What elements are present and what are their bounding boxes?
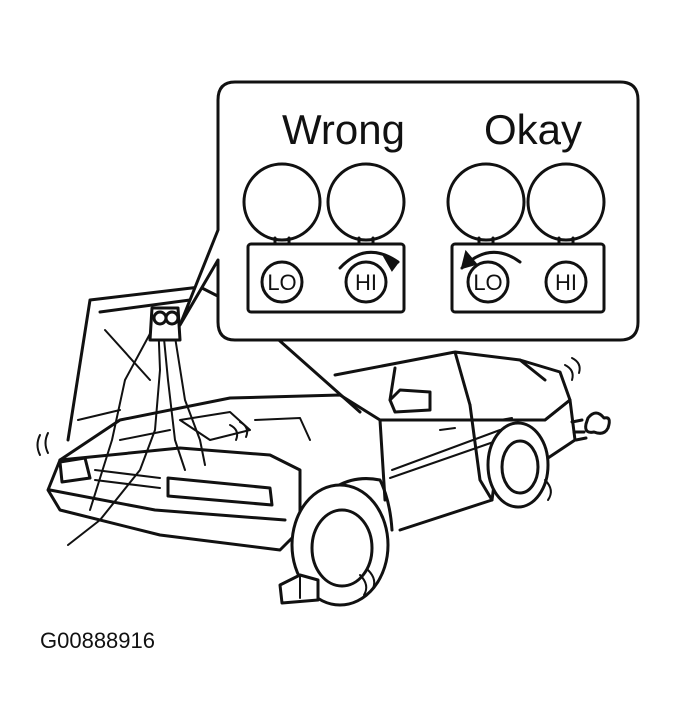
exhaust-puff (570, 411, 611, 442)
engine-bay (119, 411, 311, 441)
wrong-lo-knob (260, 260, 304, 304)
wrong-hi-knob (344, 260, 388, 304)
side-mirror (388, 388, 432, 414)
okay-panel: Okay LO HI (446, 106, 606, 314)
wrong-hi-label: HI (355, 270, 377, 295)
wrong-lo-label: LO (267, 270, 296, 295)
front-bumper (46, 446, 302, 552)
gauge-hoses (67, 306, 206, 546)
okay-heading: Okay (484, 106, 582, 153)
okay-hi-label: HI (555, 270, 577, 295)
wrong-panel: Wrong LO HI (242, 106, 406, 314)
okay-hi-knob (544, 260, 588, 304)
vibration-marks (36, 357, 581, 596)
figure-code: G00888916 (40, 628, 155, 653)
windshield (333, 350, 547, 407)
car-illustration (36, 285, 611, 607)
wrong-lo-gauge (242, 162, 322, 242)
headlight-right (166, 476, 274, 507)
wrong-heading: Wrong (282, 106, 405, 153)
okay-hi-gauge (526, 162, 606, 242)
headlight-left (58, 456, 92, 484)
okay-lo-label: LO (473, 270, 502, 295)
wrong-hi-gauge (326, 162, 406, 242)
okay-lo-knob (466, 260, 510, 304)
okay-lo-gauge (446, 162, 526, 242)
